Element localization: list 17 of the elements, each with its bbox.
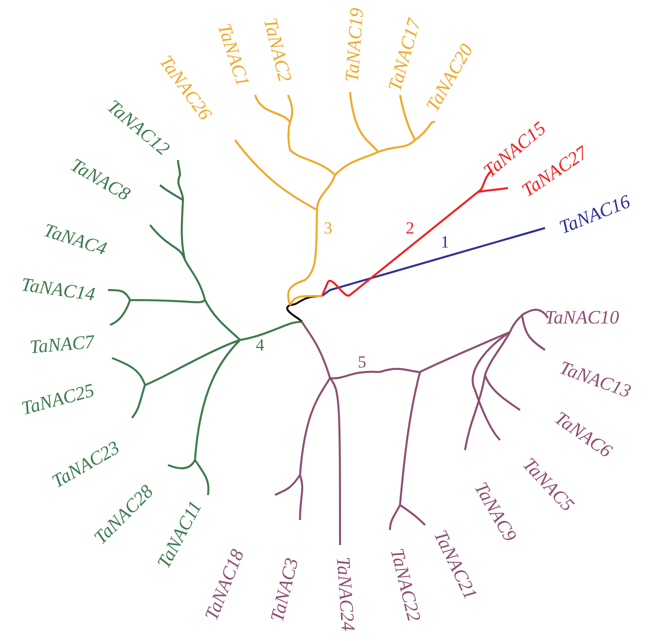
clade-number: 5 xyxy=(358,354,366,370)
gene-label: TaNAC10 xyxy=(544,308,620,328)
gene-label: TaNAC22 xyxy=(386,546,424,624)
gene-label: TaNAC19 xyxy=(342,7,368,83)
gene-label: TaNAC7 xyxy=(28,332,96,358)
gene-label: TaNAC25 xyxy=(20,381,96,419)
gene-label: TaNAC3 xyxy=(268,556,302,624)
gene-label: TaNAC4 xyxy=(41,220,109,260)
clade-number: 1 xyxy=(440,234,450,250)
gene-label: TaNAC2 xyxy=(260,16,294,84)
gene-label: TaNAC17 xyxy=(386,16,424,94)
clade-number: 4 xyxy=(256,336,264,354)
clade-number: 2 xyxy=(406,220,414,236)
clade-number: 3 xyxy=(324,220,332,236)
gene-label: TaNAC14 xyxy=(20,275,96,305)
gene-label: TaNAC1 xyxy=(214,21,252,89)
gene-label: TaNAC24 xyxy=(332,556,358,632)
